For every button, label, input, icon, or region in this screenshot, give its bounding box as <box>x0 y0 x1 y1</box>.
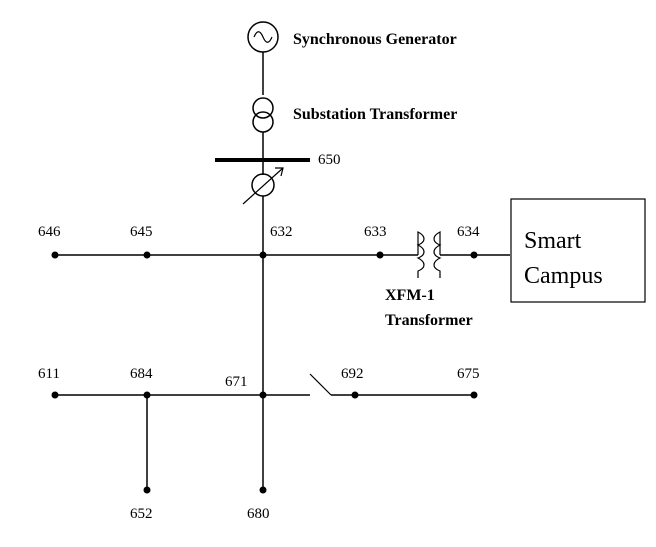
xfm-label-line1: XFM-1 <box>385 287 435 304</box>
generator-label: Synchronous Generator <box>293 31 457 48</box>
generator-icon <box>247 21 279 53</box>
node-684 <box>143 391 151 399</box>
node-label-611: 611 <box>38 366 60 382</box>
node-label-652: 652 <box>130 506 153 522</box>
xfm-label-line2: Transformer <box>385 312 473 329</box>
node-611 <box>51 391 59 399</box>
node-632 <box>259 251 267 259</box>
xfm-1-icon <box>416 231 442 278</box>
node-label-634: 634 <box>457 224 480 240</box>
node-label-675: 675 <box>457 366 480 382</box>
node-label-632: 632 <box>270 224 293 240</box>
substation-label: Substation Transformer <box>293 106 457 123</box>
node-633 <box>376 251 384 259</box>
node-680 <box>259 486 267 494</box>
node-label-645: 645 <box>130 224 153 240</box>
node-646 <box>51 251 59 259</box>
open-switch-icon <box>309 373 332 396</box>
campus-label-line2: Campus <box>524 263 603 289</box>
campus-label-line1: Smart <box>524 228 582 254</box>
smart-campus-box <box>510 198 646 303</box>
node-671 <box>259 391 267 399</box>
node-652 <box>143 486 151 494</box>
node-label-684: 684 <box>130 366 153 382</box>
node-label-650: 650 <box>318 152 341 168</box>
node-634 <box>470 251 478 259</box>
node-675 <box>470 391 478 399</box>
node-label-646: 646 <box>38 224 61 240</box>
node-label-692: 692 <box>341 366 364 382</box>
node-645 <box>143 251 151 259</box>
node-label-633: 633 <box>364 224 387 240</box>
node-692 <box>351 391 359 399</box>
node-label-671: 671 <box>225 374 248 390</box>
node-label-680: 680 <box>247 506 270 522</box>
substation-transformer-icon <box>252 97 274 133</box>
